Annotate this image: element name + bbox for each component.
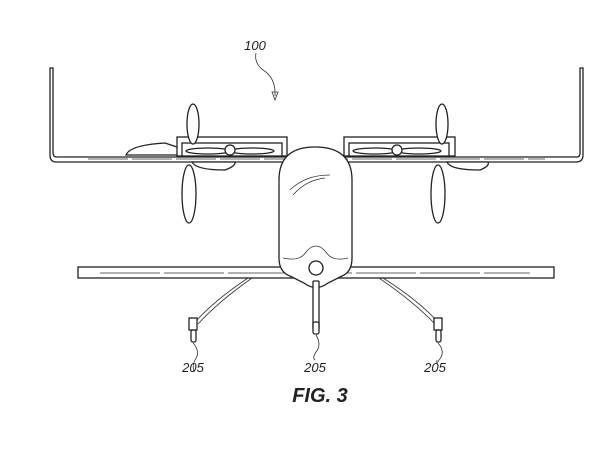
reference-numeral-100: 100 — [244, 38, 266, 53]
reference-numeral-205-center: 205 — [303, 360, 326, 375]
fuselage — [278, 146, 353, 335]
figure-caption: FIG. 3 — [292, 385, 348, 407]
reference-numeral-205-right: 205 — [423, 360, 446, 375]
reference-numeral-205-left: 205 — [181, 360, 204, 375]
left-rotor — [125, 103, 288, 224]
landing-legs — [188, 277, 443, 343]
right-rotor — [343, 103, 489, 224]
leader-lines — [192, 52, 443, 373]
